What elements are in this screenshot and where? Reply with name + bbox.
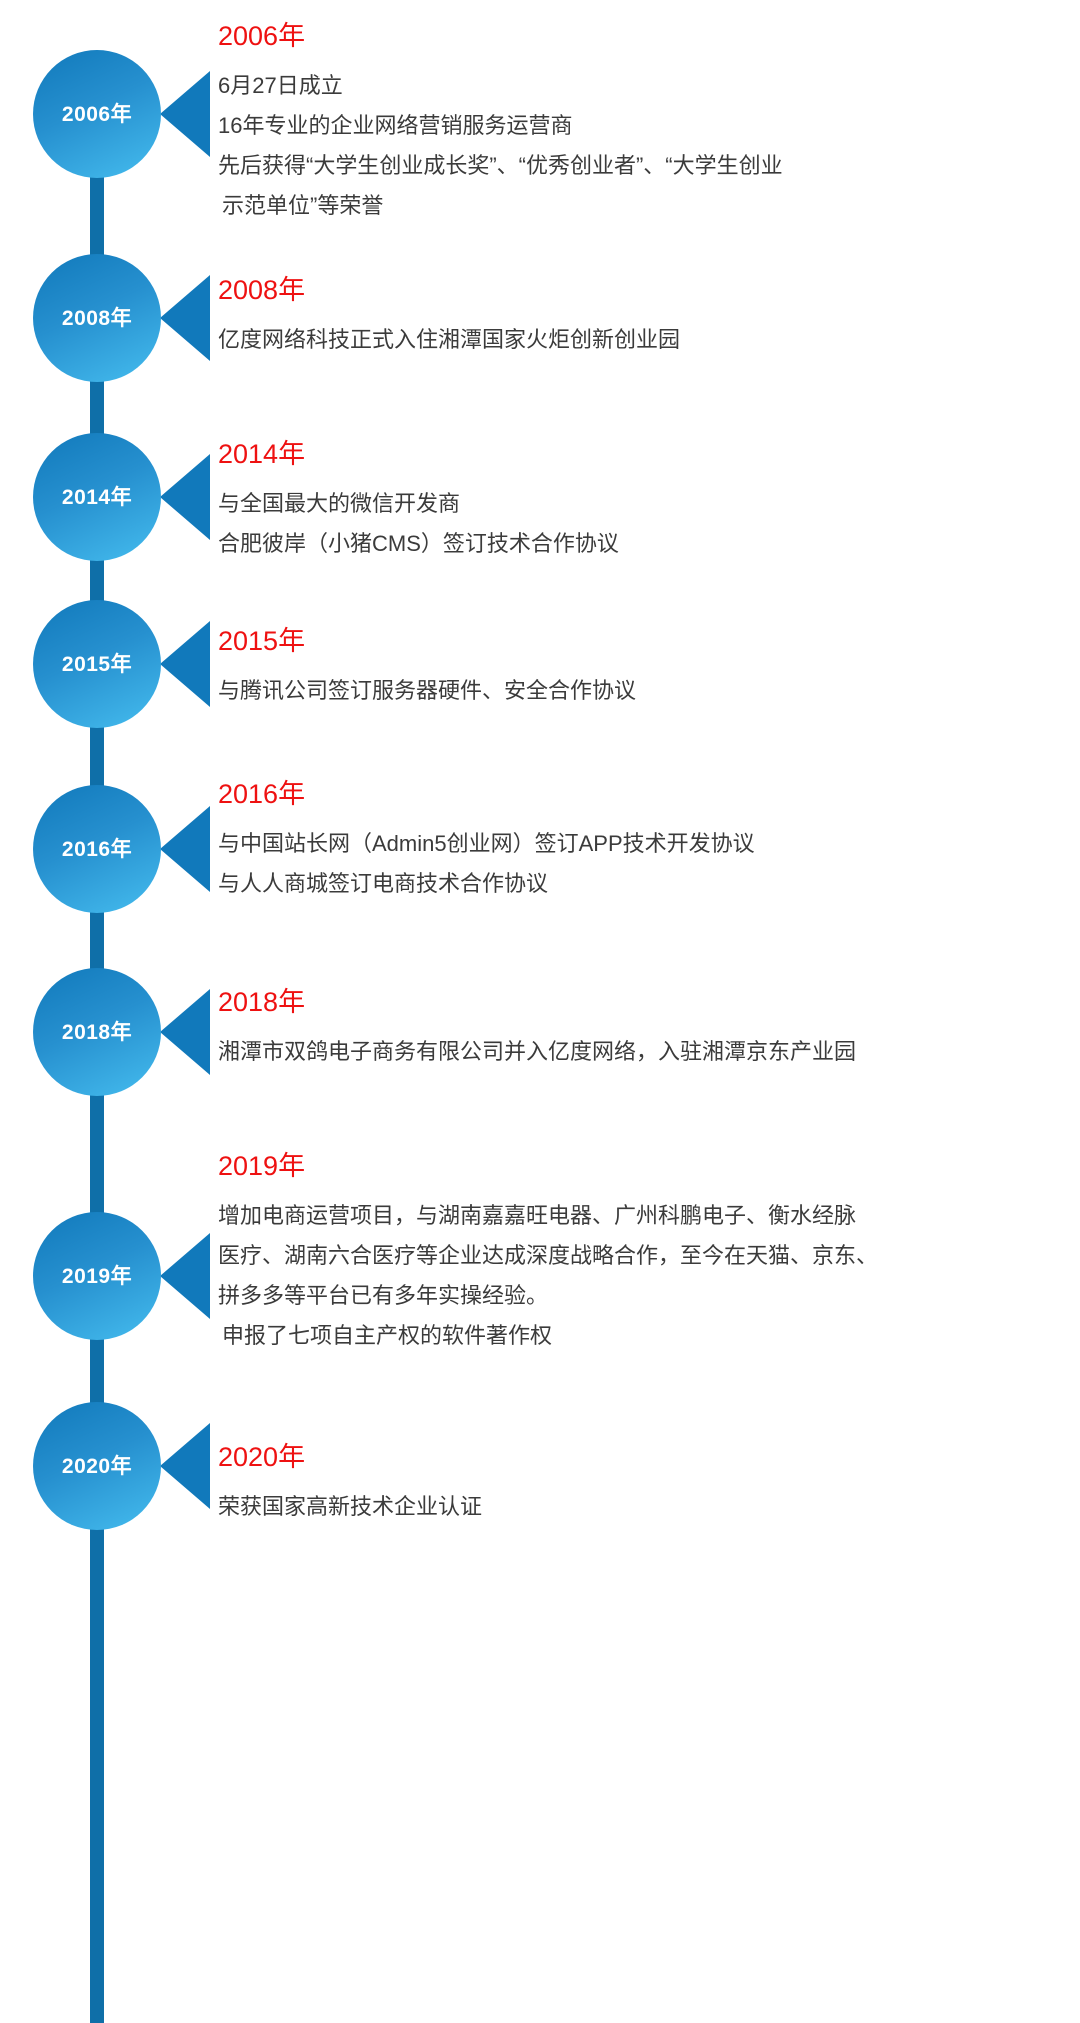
entry-year-heading: 2020年 xyxy=(218,1442,306,1472)
left-arrow-icon xyxy=(160,275,210,361)
left-arrow-icon xyxy=(160,621,210,707)
left-arrow-icon xyxy=(160,1423,210,1509)
timeline-node-2006[interactable]: 2006年 xyxy=(33,50,161,178)
timeline-entry: 2015年与腾讯公司签订服务器硬件、安全合作协议 xyxy=(218,626,637,711)
left-arrow-icon xyxy=(160,989,210,1075)
left-arrow-icon xyxy=(160,71,210,157)
timeline-node-2020[interactable]: 2020年 xyxy=(33,1402,161,1530)
entry-year-heading: 2018年 xyxy=(218,987,306,1017)
left-arrow-icon xyxy=(160,806,210,892)
entry-text-line: 拼多多等平台已有多年实操经验。 xyxy=(218,1282,549,1308)
timeline-node-label: 2015年 xyxy=(61,652,133,676)
timeline-node-2015[interactable]: 2015年 xyxy=(33,600,161,728)
timeline-entry: 2014年与全国最大的微信开发商合肥彼岸（小猪CMS）签订技术合作协议 xyxy=(218,439,619,564)
entry-text-line: 与腾讯公司签订服务器硬件、安全合作协议 xyxy=(218,677,637,703)
entry-text-line: 荣获国家高新技术企业认证 xyxy=(218,1493,483,1519)
timeline-node-2016[interactable]: 2016年 xyxy=(33,785,161,913)
timeline-node-label: 2008年 xyxy=(61,306,133,330)
entry-text-line: 合肥彼岸（小猪CMS）签订技术合作协议 xyxy=(218,530,619,556)
timeline-entry: 2018年湘潭市双鸽电子商务有限公司并入亿度网络，入驻湘潭京东产业园 xyxy=(218,987,857,1072)
entry-text-line: 亿度网络科技正式入住湘潭国家火炬创新创业园 xyxy=(218,326,681,352)
entry-text-line: 示范单位”等荣誉 xyxy=(222,192,384,218)
timeline-entry: 2020年荣获国家高新技术企业认证 xyxy=(218,1442,483,1527)
entry-text-line: 申报了七项自主产权的软件著作权 xyxy=(222,1322,553,1348)
timeline-node-label: 2006年 xyxy=(61,102,133,126)
entry-year-heading: 2015年 xyxy=(218,626,306,656)
entry-text-line: 16年专业的企业网络营销服务运营商 xyxy=(218,112,573,138)
timeline-entry: 2019年增加电商运营项目，与湖南嘉嘉旺电器、广州科鹏电子、衡水经脉医疗、湖南六… xyxy=(218,1151,879,1356)
timeline-node-2014[interactable]: 2014年 xyxy=(33,433,161,561)
timeline-node-label: 2014年 xyxy=(61,485,133,509)
entry-year-heading: 2014年 xyxy=(218,439,306,469)
entry-text-line: 湘潭市双鸽电子商务有限公司并入亿度网络，入驻湘潭京东产业园 xyxy=(218,1038,857,1064)
timeline-node-2018[interactable]: 2018年 xyxy=(33,968,161,1096)
timeline-entry: 2008年亿度网络科技正式入住湘潭国家火炬创新创业园 xyxy=(218,275,681,360)
timeline-node-label: 2016年 xyxy=(61,837,133,861)
entry-year-heading: 2008年 xyxy=(218,275,306,305)
timeline-node-label: 2020年 xyxy=(61,1454,133,1478)
entry-text-line: 先后获得“大学生创业成长奖”、“优秀创业者”、“大学生创业 xyxy=(218,152,783,178)
timeline-node-2019[interactable]: 2019年 xyxy=(33,1212,161,1340)
entry-text-line: 与人人商城签订电商技术合作协议 xyxy=(218,870,549,896)
timeline-entry: 2006年 6月27日成立 16年专业的企业网络营销服务运营商先后获得“大学生创业成… xyxy=(218,21,783,226)
timeline-node-label: 2019年 xyxy=(61,1264,133,1288)
timeline-node-2008[interactable]: 2008年 xyxy=(33,254,161,382)
timeline-node-label: 2018年 xyxy=(61,1020,133,1044)
entry-text-line: 与全国最大的微信开发商 xyxy=(218,490,461,516)
entry-text-line: 与中国站长网（Admin5创业网）签订APP技术开发协议 xyxy=(218,830,755,856)
left-arrow-icon xyxy=(160,1233,210,1319)
timeline-entry: 2016年与中国站长网（Admin5创业网）签订APP技术开发协议与人人商城签订… xyxy=(218,779,755,904)
entry-text-line: 增加电商运营项目，与湖南嘉嘉旺电器、广州科鹏电子、衡水经脉 xyxy=(218,1202,857,1228)
entry-year-heading: 2016年 xyxy=(218,779,306,809)
left-arrow-icon xyxy=(160,454,210,540)
entry-year-heading: 2019年 xyxy=(218,1151,306,1181)
entry-text-line: 医疗、湖南六合医疗等企业达成深度战略合作，至今在天猫、京东、 xyxy=(218,1242,879,1268)
entry-year-heading: 2006年 xyxy=(218,21,306,51)
entry-text-line: 6月27日成立 xyxy=(218,72,343,98)
